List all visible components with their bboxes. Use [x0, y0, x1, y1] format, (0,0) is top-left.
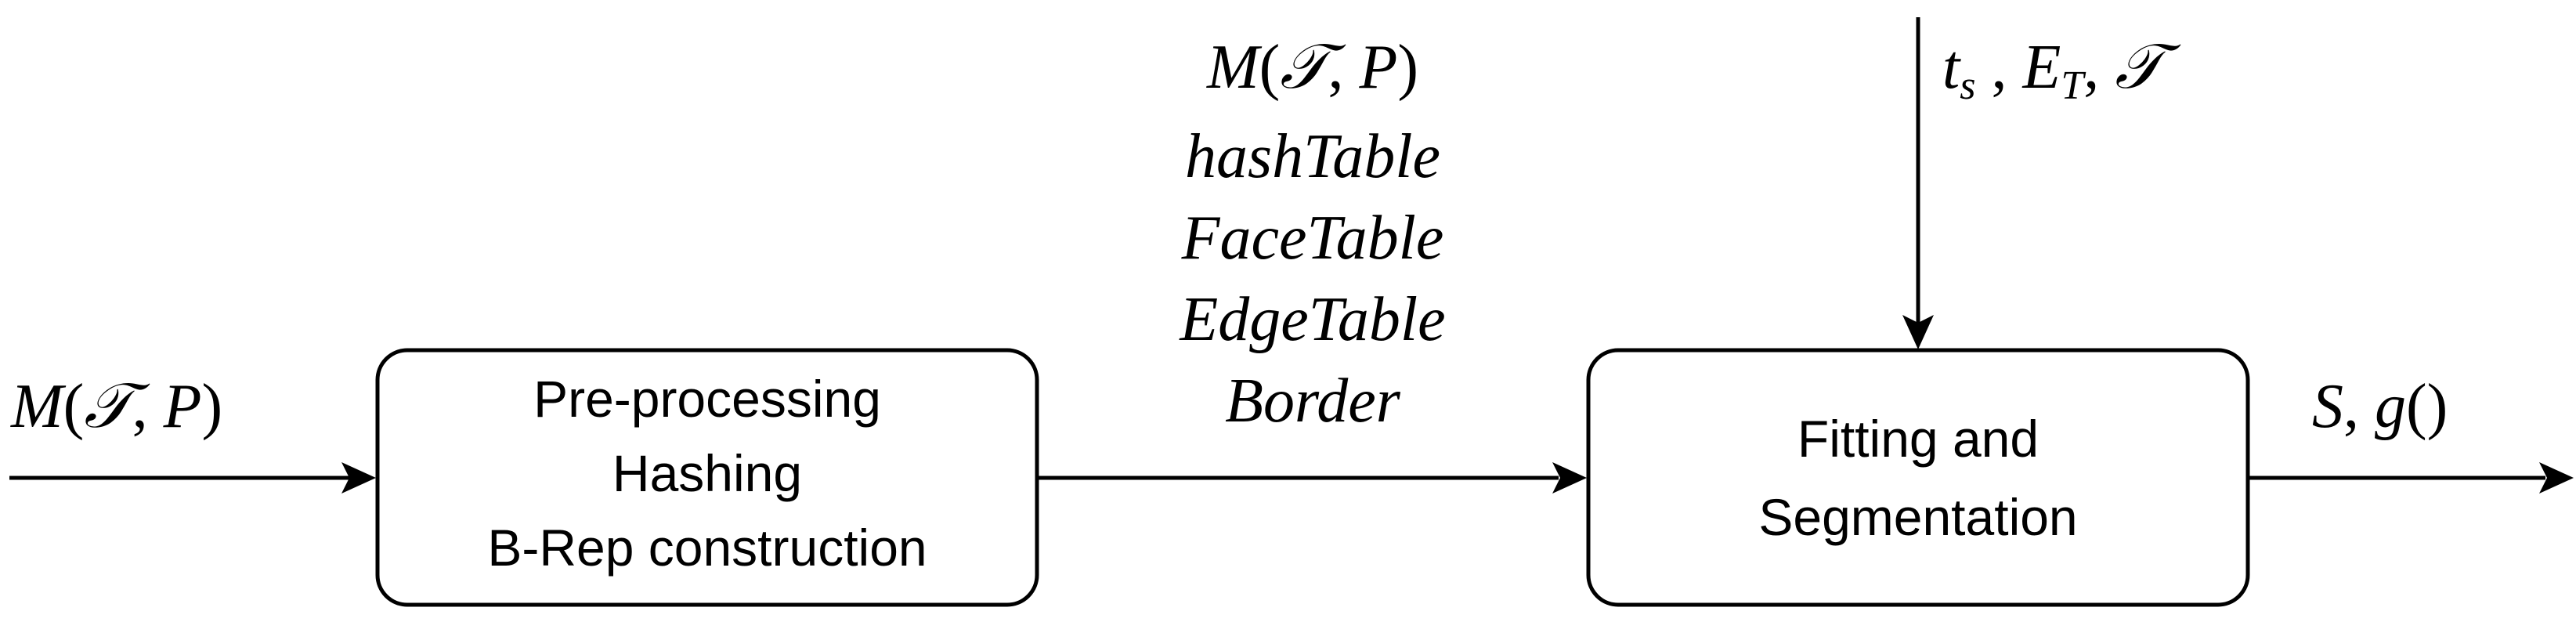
- middle-arrowhead: [1552, 462, 1587, 494]
- middle-label-border: Border: [1225, 367, 1401, 436]
- fitting-segmentation-box: [1586, 348, 2250, 607]
- middle-label-edgetable: EdgeTable: [1179, 285, 1445, 354]
- middle-label-hashtable: hashTable: [1185, 122, 1440, 191]
- output-arrowhead: [2539, 462, 2574, 494]
- middle-label-line1: M(𝒯, P): [1206, 30, 1418, 103]
- input-arrowhead: [341, 462, 376, 494]
- input-label: M(𝒯, P): [10, 369, 222, 442]
- preprocessing-line3: B-Rep construction: [487, 519, 927, 577]
- middle-label-facetable: FaceTable: [1181, 204, 1444, 273]
- preprocessing-line1: Pre-processing: [533, 370, 881, 428]
- fitting-line2: Segmentation: [1758, 488, 2077, 546]
- parameter-arrowhead: [1902, 315, 1934, 349]
- output-label: S, g(): [2312, 372, 2448, 441]
- preprocessing-line2: Hashing: [612, 444, 802, 502]
- parameter-label: ts , ET, 𝒯: [1942, 30, 2181, 108]
- fitting-line1: Fitting and: [1797, 410, 2039, 468]
